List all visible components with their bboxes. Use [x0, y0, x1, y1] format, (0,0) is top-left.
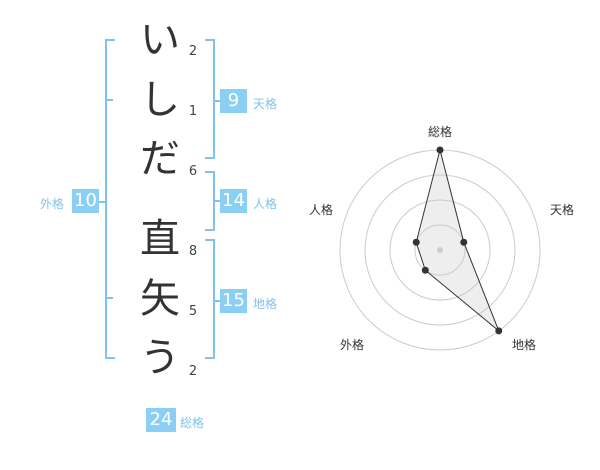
radar-center-dot	[437, 247, 443, 253]
radar-ring-2	[389, 199, 491, 301]
radar-axis-label-jinkaku: 人格	[309, 203, 334, 217]
name-char-3: だ	[140, 136, 180, 182]
name-char-6: う	[140, 335, 180, 381]
chikaku-bracket	[205, 239, 215, 359]
radar-point-4	[421, 266, 429, 274]
stroke-count-6: 2	[188, 364, 198, 379]
stroke-count-4: 8	[188, 244, 198, 259]
tenkaku-value: 9	[220, 89, 247, 113]
radar-ring-3	[364, 174, 516, 326]
gaikaku-bracket	[105, 39, 115, 359]
radar-point-5	[412, 238, 420, 246]
stroke-count-2: 1	[188, 104, 198, 119]
soukaku-label: 総格	[180, 416, 205, 430]
jinkaku-label: 人格	[253, 197, 278, 211]
radar-point-2	[460, 238, 468, 246]
radar-axis-label-chikaku: 地格	[512, 338, 537, 352]
stroke-count-5: 5	[188, 304, 198, 319]
tenkaku-bracket	[205, 39, 215, 159]
jinkaku-value: 14	[220, 189, 247, 213]
stroke-count-1: 2	[188, 44, 198, 59]
radar-ring-1	[414, 224, 466, 276]
tenkaku-label: 天格	[253, 97, 278, 111]
radar-point-1	[436, 146, 444, 154]
chikaku-value: 15	[220, 289, 247, 313]
name-char-1: い	[140, 17, 180, 63]
name-char-4: 直	[140, 216, 180, 262]
radar-series-polygon	[415, 149, 500, 332]
radar-axis-label-tenkaku: 天格	[550, 203, 575, 217]
soukaku-value: 24	[146, 408, 176, 432]
gaikaku-value: 10	[72, 189, 99, 213]
radar-axis-label-gaikaku: 外格	[340, 338, 365, 352]
stroke-count-3: 6	[188, 164, 198, 179]
radar-axis-label-soukaku: 総格	[428, 125, 453, 139]
radar-point-3	[495, 327, 503, 335]
name-char-2: し	[140, 77, 180, 123]
name-char-5: 矢	[140, 276, 180, 322]
chikaku-label: 地格	[253, 297, 278, 311]
gaikaku-label: 外格	[40, 197, 65, 211]
